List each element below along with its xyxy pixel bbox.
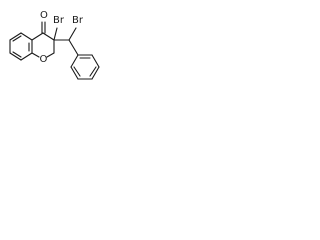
bond-c3-br: [53, 27, 58, 41]
phenyl-bond-2: [91, 54, 100, 68]
chemical-structure-diagram: O O Br Br: [0, 0, 123, 98]
atom-label-bromine-ring: Br: [53, 15, 65, 26]
c3-substituents: [53, 27, 79, 56]
bond-ch-phenyl: [68, 39, 79, 56]
benzo-double-bond-1: [12, 35, 22, 42]
benzo-ring: [9, 32, 33, 61]
benzo-bond-2: [20, 32, 33, 41]
phenyl-double-bond-3: [73, 66, 81, 77]
ring-bond-c4-c3: [42, 32, 55, 41]
bond-ch-br: [68, 27, 77, 41]
atom-label-carbonyl-oxygen: O: [40, 10, 48, 21]
benzo-double-bond-3: [12, 51, 22, 58]
phenyl-double-bond-2: [89, 66, 97, 77]
pyranone-ring: [31, 32, 55, 58]
atom-label-bromine-side: Br: [72, 15, 84, 26]
ring-bond-c4a-c4: [31, 32, 44, 41]
atom-label-ring-oxygen: O: [40, 54, 48, 65]
benzo-bond-5: [9, 52, 22, 61]
phenyl-bond-3: [91, 66, 100, 80]
phenyl-bond-5: [70, 66, 79, 80]
benzo-bond-1: [9, 32, 22, 41]
phenyl-bond-6: [70, 54, 79, 68]
carbonyl-group: [41, 21, 46, 34]
phenyl-ring: [70, 54, 100, 80]
structure-canvas: O O Br Br: [9, 10, 100, 80]
benzo-bond-4: [20, 52, 33, 61]
ring-bond-o1-c8a: [31, 52, 40, 58]
ring-bond-c2-o1: [46, 52, 55, 58]
